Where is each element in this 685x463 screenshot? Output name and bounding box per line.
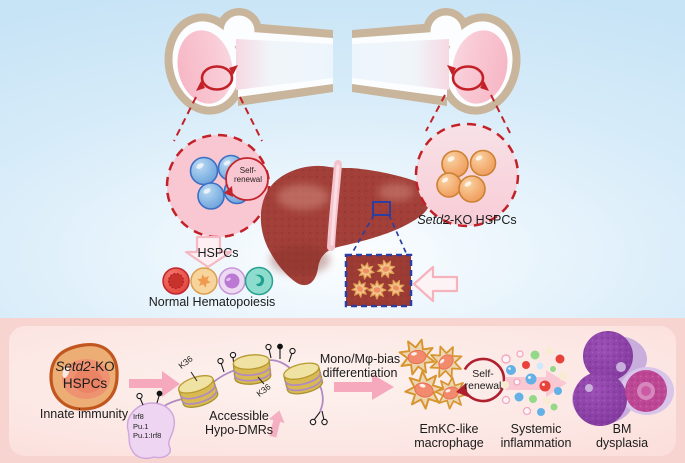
self-renewal-label-top: Self- renewal [233, 166, 262, 184]
bm-dysplasia-label: BM dysplasia [595, 422, 649, 450]
setd2ko-hspc-cell [49, 343, 119, 411]
hspc-zoom-circle [165, 133, 271, 239]
setd2ko-cell-label: Setd2-KO HSPCs [55, 359, 115, 391]
setd2ko-hspcs-label: Setd2-KO HSPCs [417, 213, 517, 227]
leader-lines-left [173, 96, 263, 142]
liver-inset [344, 253, 413, 308]
setd2ko-zoom-circle [414, 122, 520, 228]
falciform-ligament [327, 160, 342, 251]
arrow-right-3 [505, 370, 567, 397]
innate-immunity-label: Innate immunity [39, 407, 129, 421]
self-renewal-cycle-icon-bottom [456, 357, 506, 403]
hspcs-label: HSPCs [197, 246, 239, 260]
liver [260, 160, 431, 286]
blood-cell-red [162, 267, 190, 295]
arrow-right-1 [129, 371, 180, 397]
bone-left [153, 4, 335, 124]
self-renewal-cycle-icon [224, 157, 269, 201]
top-panel-background [0, 0, 685, 318]
blood-cell-teal [244, 266, 274, 296]
blood-cell-purple [218, 267, 246, 295]
normal-hematopoiesis-label: Normal Hematopoiesis [148, 295, 276, 309]
tf-list-label: Irf8 Pu.1 Pu.1:Irf8 [133, 412, 162, 440]
down-arrow [184, 235, 233, 269]
methylation-marks [136, 343, 328, 426]
nucleosomes [175, 352, 325, 412]
leader-lines-right [425, 94, 511, 134]
k36-leader-lines [190, 371, 265, 385]
blood-cell-orange [190, 267, 218, 295]
bone-right [350, 4, 532, 124]
systemic-inflammation-cluster [501, 347, 568, 416]
emkc-label: EmKC-like macrophage [414, 422, 484, 450]
bm-dysplasia-cells [572, 331, 674, 426]
liver-zoom-marker [372, 201, 391, 216]
arrow-right-2 [334, 374, 394, 400]
tf-blob [126, 402, 175, 459]
self-renewal-label-bottom: Self- renewal [464, 368, 502, 392]
accessible-hypo-dmrs-label: Accessible Hypo-DMRs [204, 409, 274, 437]
liver-inset-leaders [350, 214, 408, 256]
up-arrow [268, 410, 285, 438]
systemic-inflammation-label: Systemic inflammation [500, 422, 572, 450]
inset-pointer-arrow [412, 265, 459, 303]
mono-bias-label: Mono/Mφ-bias differentiation [319, 352, 401, 380]
